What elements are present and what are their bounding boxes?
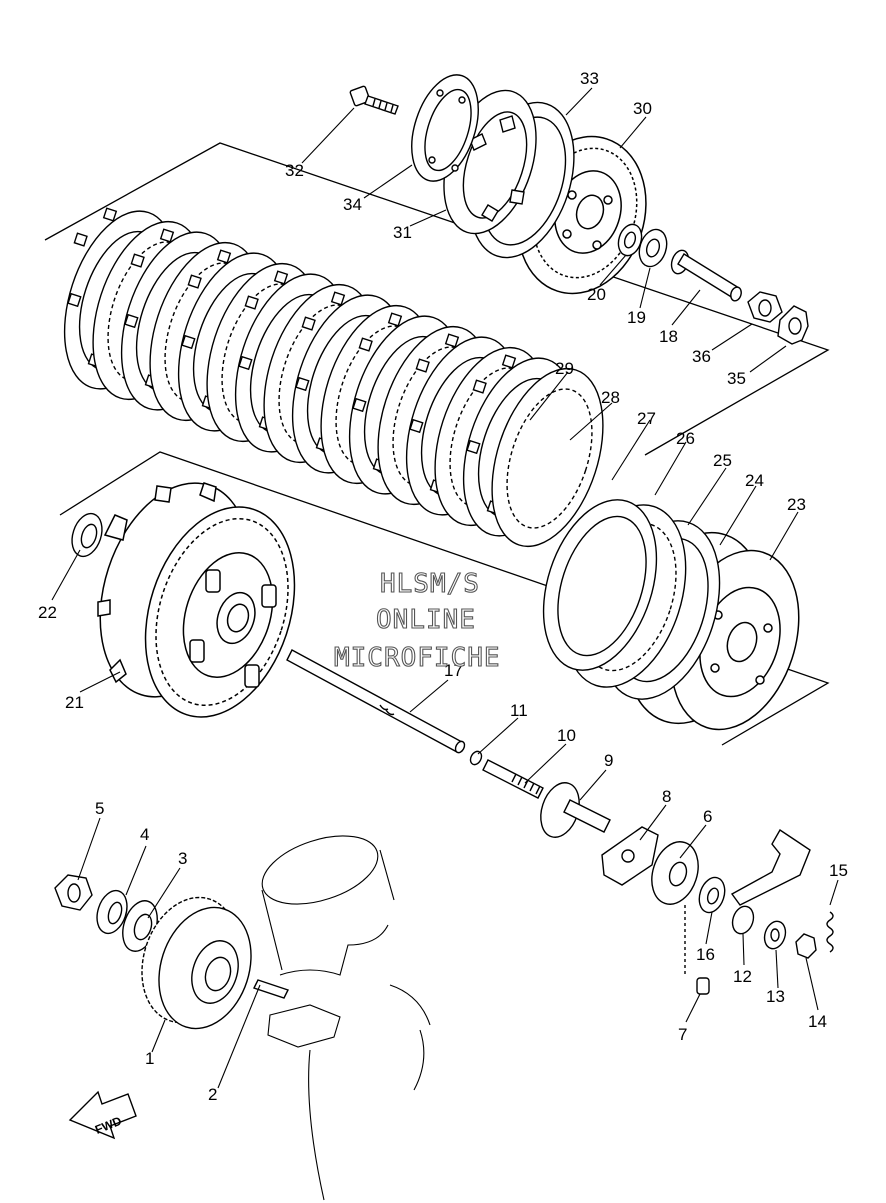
callout-7: 7 <box>678 1025 687 1044</box>
callout-32: 32 <box>285 161 304 180</box>
forward-arrow-icon: FWD <box>68 1090 137 1140</box>
clutch-lever-assembly <box>730 829 834 959</box>
watermark: HLSM/S ONLINE MICROFICHE <box>333 568 501 673</box>
ball-and-short-rod <box>469 750 544 799</box>
callout-8: 8 <box>662 787 671 806</box>
watermark-line-2: ONLINE <box>376 605 476 635</box>
callout-18: 18 <box>659 327 678 346</box>
callout-20: 20 <box>587 285 606 304</box>
callout-14: 14 <box>808 1012 827 1031</box>
watermark-line-1: HLSM/S <box>380 569 480 599</box>
clutch-plate-stack <box>63 207 604 548</box>
callout-21: 21 <box>65 693 84 712</box>
holder-seal-bearing <box>601 826 726 995</box>
leader-lines <box>51 87 839 1089</box>
callout-36: 36 <box>692 347 711 366</box>
bolt <box>349 85 399 115</box>
callout-17: 17 <box>444 661 463 680</box>
callout-4: 4 <box>140 825 149 844</box>
watermark-line-3: MICROFICHE <box>334 643 501 673</box>
callout-1: 1 <box>145 1049 154 1068</box>
callout-26: 26 <box>676 429 695 448</box>
bearing-and-washer <box>617 223 668 268</box>
clutch-nut-and-lock-washer <box>747 291 809 345</box>
circlip <box>71 512 103 558</box>
callout-2: 2 <box>208 1085 217 1104</box>
callout-5: 5 <box>95 799 104 818</box>
callout-24: 24 <box>745 471 764 490</box>
primary-drive-gear-assembly <box>54 874 289 1030</box>
boss-side-plates <box>542 499 721 700</box>
clutch-plate <box>491 367 604 548</box>
callout-9: 9 <box>604 751 613 770</box>
callout-3: 3 <box>178 849 187 868</box>
callout-33: 33 <box>580 69 599 88</box>
callout-35: 35 <box>727 369 746 388</box>
callout-22: 22 <box>38 603 57 622</box>
callout-34: 34 <box>343 195 362 214</box>
callout-23: 23 <box>787 495 806 514</box>
callout-19: 19 <box>627 308 646 327</box>
callout-16: 16 <box>696 945 715 964</box>
crankshaft-phantom <box>261 835 431 1201</box>
callout-29: 29 <box>555 359 574 378</box>
callout-25: 25 <box>713 451 732 470</box>
callout-12: 12 <box>733 967 752 986</box>
callout-6: 6 <box>703 807 712 826</box>
long-push-rod <box>286 649 466 754</box>
callout-28: 28 <box>601 388 620 407</box>
callout-30: 30 <box>633 99 652 118</box>
push-lever <box>540 782 611 838</box>
callout-10: 10 <box>557 726 576 745</box>
callout-31: 31 <box>393 223 412 242</box>
callout-15: 15 <box>829 861 848 880</box>
callout-numbers: 1 2 3 4 5 6 7 8 9 10 11 12 13 14 15 16 1… <box>38 69 848 1104</box>
push-rod <box>670 249 742 302</box>
cover-gasket <box>411 74 479 182</box>
callout-13: 13 <box>766 987 785 1006</box>
callout-27: 27 <box>637 409 656 428</box>
callout-11: 11 <box>510 701 528 720</box>
clutch-housing <box>97 482 296 718</box>
